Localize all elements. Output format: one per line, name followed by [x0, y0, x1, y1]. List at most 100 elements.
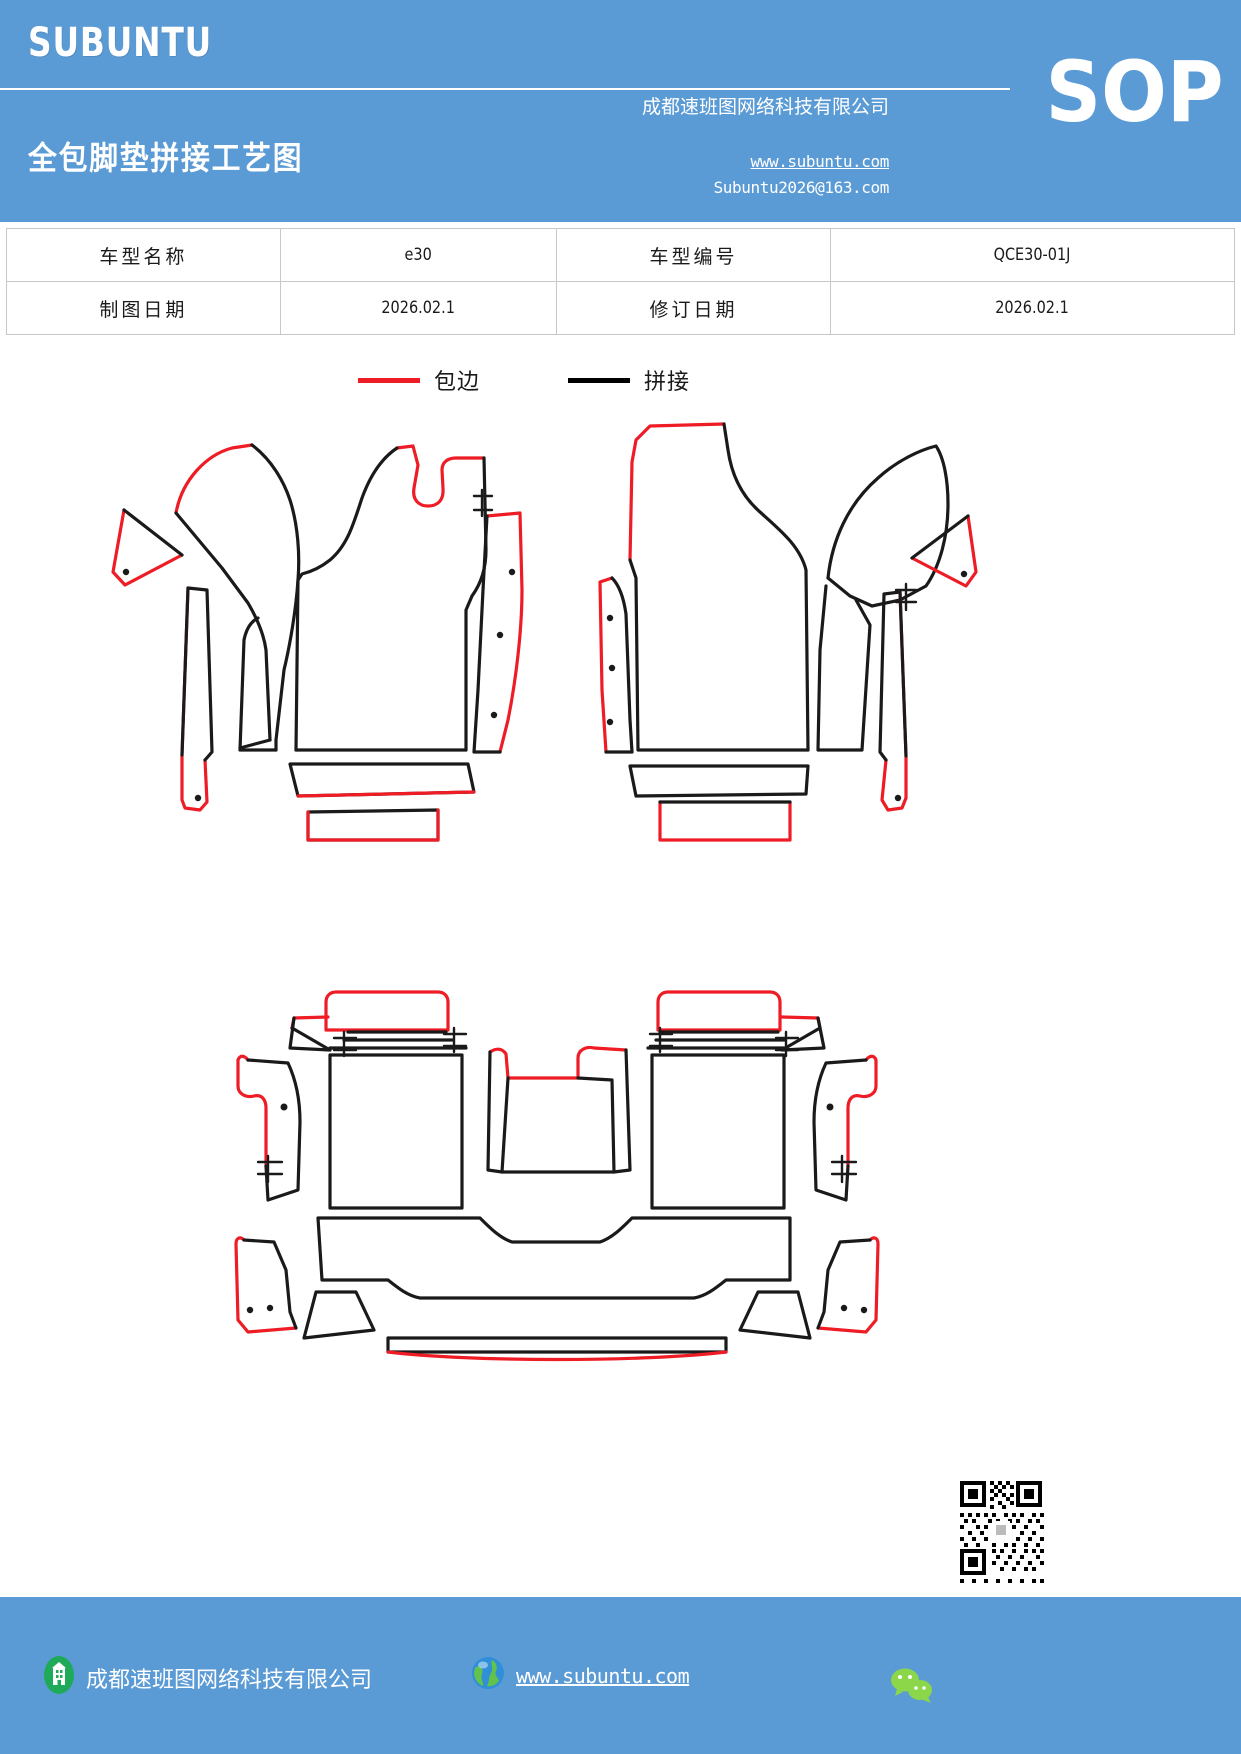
- front-right-flap: [910, 514, 978, 588]
- rear-bottom-right-wing-binding: [816, 1236, 880, 1334]
- legend-item-splice: 拼接: [568, 364, 690, 396]
- revision-date-value: 2026.02.1: [860, 281, 1205, 335]
- rear-right-seatback-binding: [656, 990, 782, 1032]
- wechat-icon[interactable]: [888, 1665, 936, 1710]
- front-left-flap-splice: [122, 508, 184, 557]
- front-left-heel-lower-binding: [306, 808, 440, 842]
- front-left-flap-hole: [122, 568, 130, 576]
- rear-bottom-left-tab-splice: [302, 1290, 376, 1340]
- front-left-panel-binding: [174, 443, 254, 515]
- rear-bottom-left-tab: [302, 1290, 376, 1340]
- front-left-heel-pads: [288, 762, 476, 842]
- front-right-outer-panel: [598, 576, 634, 754]
- front-left-outer-panel: [472, 511, 524, 754]
- legend-label-binding: 包边: [434, 369, 481, 394]
- rear-right-seatback-splice: [654, 1030, 786, 1042]
- front-left-heel-lower-splice: [306, 808, 440, 842]
- sop-badge: SOP: [1044, 43, 1223, 141]
- front-left-panel-bottom2: [238, 738, 278, 752]
- rear-lowest-strip: [386, 1336, 728, 1362]
- rear-right-small-flap-binding: [780, 1015, 822, 1030]
- rear-bottom-right-wing-splice: [816, 1238, 872, 1330]
- rear-right-small-flap: [780, 1015, 826, 1052]
- model-name-value: e30: [300, 228, 537, 282]
- front-left-panel-inner: [174, 511, 272, 742]
- rear-left-small-flap-binding: [290, 1015, 330, 1030]
- vehicle-info-table: 车型名称 e30 车型编号 QCE30-01J 制图日期 2026.02.1 修…: [6, 228, 1235, 335]
- front-right-heel-lower-binding: [658, 800, 792, 842]
- header-email: Subuntu2026@163.com: [713, 178, 890, 197]
- table-row: 车型名称 e30 车型编号 QCE30-01J: [6, 228, 1235, 282]
- rear-left-seatback: [324, 990, 468, 1058]
- rear-right-side-wing: [812, 1054, 878, 1202]
- rear-center-splice: [486, 1048, 632, 1174]
- revision-date-label: 修订日期: [556, 281, 831, 335]
- rear-left-seatback-splice: [342, 1030, 454, 1042]
- draw-date-label: 制图日期: [6, 281, 281, 335]
- front-right-heel-upper-splice: [628, 764, 810, 798]
- front-left-main-tick: [472, 488, 494, 518]
- rear-bottom-right-tab: [738, 1290, 812, 1340]
- legend-line-red-icon: [358, 377, 420, 383]
- footer-company-block: 成都速班图网络科技有限公司: [42, 1655, 372, 1700]
- rear-bottom-left-wing-splice: [242, 1238, 298, 1330]
- rear-left-seatback-binding: [324, 990, 450, 1032]
- front-left-strip-hole: [194, 794, 202, 802]
- rear-right-wing-tick: [830, 1154, 858, 1184]
- rear-lowest-strip-splice: [386, 1336, 728, 1354]
- header-divider: [0, 88, 1010, 90]
- rear-left-wing-tick: [256, 1154, 284, 1184]
- footer-website-link[interactable]: www.subuntu.com: [516, 1663, 690, 1688]
- front-left-main-mat: [294, 444, 494, 752]
- front-left-panel-bottom: [238, 616, 278, 752]
- header-website-link[interactable]: www.subuntu.com: [750, 152, 890, 171]
- front-right-curved-splice: [826, 444, 950, 602]
- model-name-label: 车型名称: [6, 228, 281, 282]
- front-right-strip-tick: [894, 582, 918, 612]
- rear-right-small-flap-splice: [780, 1016, 826, 1052]
- rear-center-panel: [486, 1045, 632, 1174]
- front-left-flap-binding: [111, 508, 184, 587]
- front-left-main-splice: [294, 446, 399, 752]
- front-right-main-mat: [628, 422, 810, 752]
- table-row: 制图日期 2026.02.1 修订日期 2026.02.1: [6, 281, 1235, 335]
- technical-drawing-canvas: [0, 400, 1241, 1440]
- rear-bottom-splice: [316, 1216, 792, 1300]
- front-left-group: [111, 443, 301, 812]
- brand-logo: SUBUNTU: [28, 20, 213, 66]
- model-number-label: 车型编号: [556, 228, 831, 282]
- qr-code: [952, 1469, 1050, 1587]
- front-right-flap-splice: [910, 514, 970, 560]
- rear-right-main-splice: [650, 1053, 786, 1210]
- page-header: SUBUNTU 全包脚垫拼接工艺图 成都速班图网络科技有限公司 www.subu…: [0, 0, 1241, 222]
- globe-icon: [470, 1655, 506, 1696]
- page-footer: 成都速班图网络科技有限公司 www.subuntu.com: [0, 1597, 1241, 1754]
- front-right-flap-binding: [910, 514, 978, 588]
- rear-left-side-wing: [236, 1054, 302, 1202]
- model-number-value: QCE30-01J: [860, 228, 1205, 282]
- floor-mat-pattern-svg: [111, 422, 978, 1362]
- page-title: 全包脚垫拼接工艺图: [28, 139, 304, 177]
- rear-left-wing-splice: [246, 1058, 302, 1202]
- legend-label-splice: 拼接: [644, 369, 691, 394]
- front-right-outer-binding: [598, 576, 614, 754]
- front-right-main-binding: [628, 422, 726, 562]
- building-icon: [42, 1655, 76, 1700]
- front-left-panel-splice: [250, 443, 301, 742]
- rear-right-main-panel: [646, 1046, 786, 1210]
- front-left-strip-splice: [180, 586, 214, 762]
- front-right-main-splice: [722, 422, 810, 752]
- rear-bottom-mat: [316, 1216, 792, 1300]
- footer-site-block[interactable]: www.subuntu.com: [470, 1655, 690, 1696]
- front-left-outer-binding: [485, 511, 524, 754]
- rear-lowest-strip-binding: [386, 1350, 728, 1362]
- rear-left-seatback-tick-l: [332, 1030, 358, 1058]
- rear-bottom-left-wing-binding: [234, 1236, 298, 1334]
- front-right-outer-splice: [604, 576, 634, 754]
- rear-left-main-splice: [328, 1053, 464, 1210]
- rear-left-small-flap-splice: [288, 1016, 332, 1052]
- front-left-outer-splice: [472, 514, 502, 754]
- rear-left-small-flap: [288, 1015, 332, 1052]
- drawing-legend: 包边 拼接: [0, 358, 1241, 403]
- rear-bottom-left-wing: [234, 1236, 298, 1334]
